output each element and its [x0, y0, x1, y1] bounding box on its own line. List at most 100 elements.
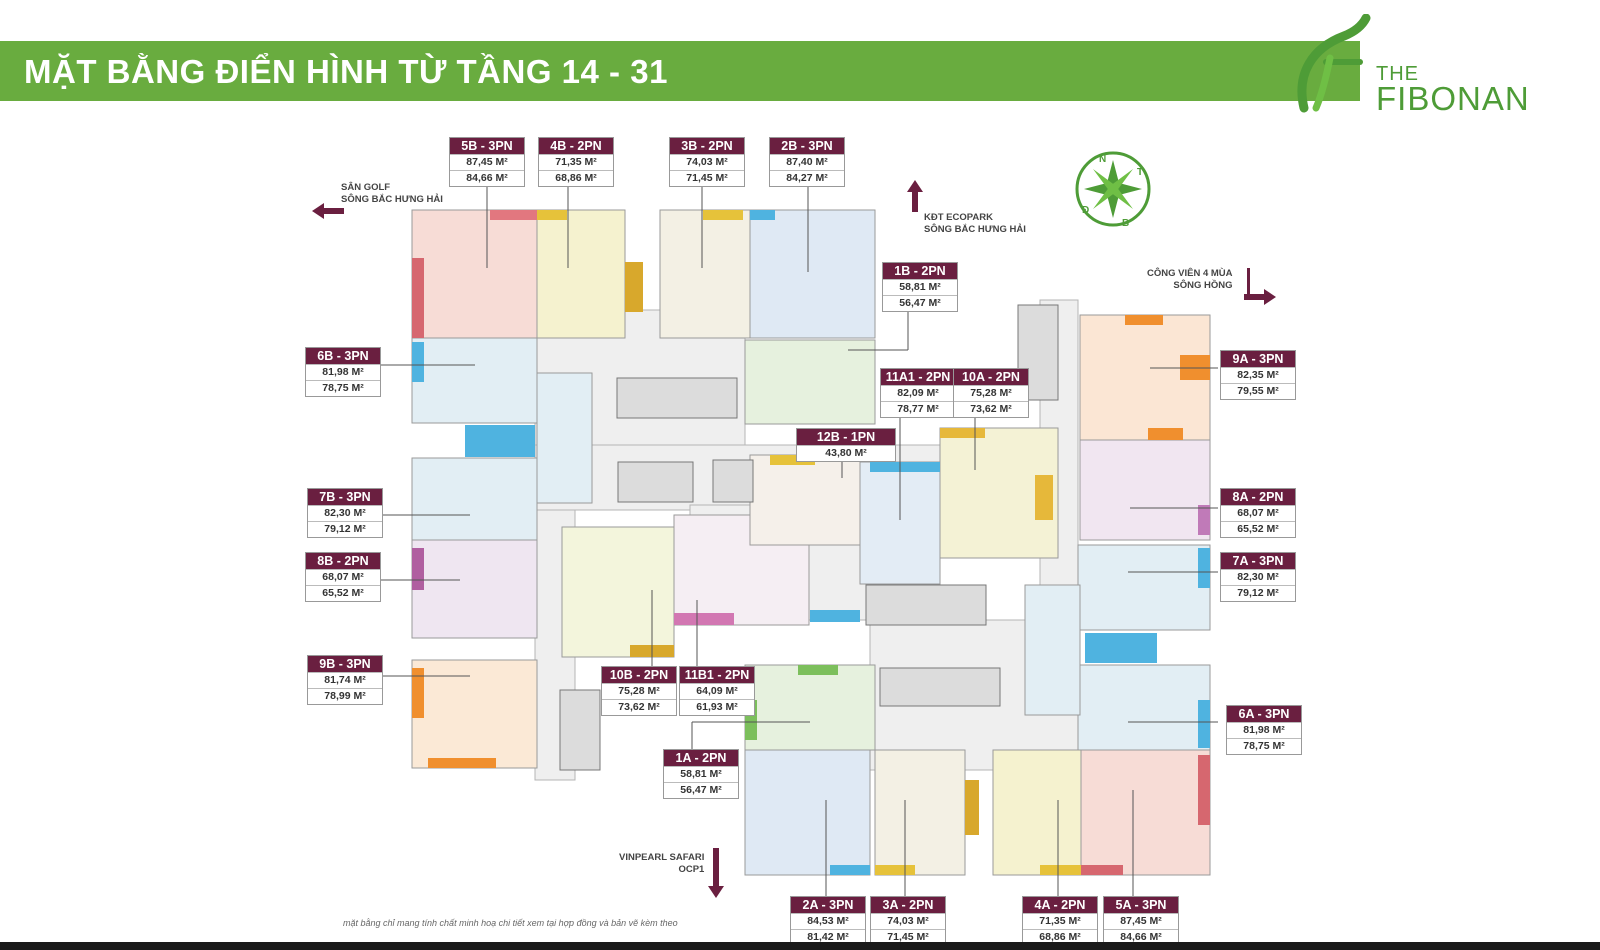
unit-area: 78,75 M² [1227, 738, 1301, 754]
balcony-2b [750, 210, 775, 220]
unit-3a [874, 749, 966, 876]
balcony-11a1 [870, 462, 940, 472]
unit-name: 11B1 - 2PN [680, 667, 754, 683]
unit-8b [411, 539, 538, 639]
unit-area: 75,28 M² [954, 385, 1028, 401]
unit-3b [659, 209, 751, 339]
balcony-6a [1198, 700, 1210, 748]
logo-the-text: THE [1376, 63, 1419, 85]
balcony-6b [412, 342, 424, 382]
unit-7a [1077, 544, 1211, 631]
bottom-bar [0, 942, 1600, 950]
balcony-4a [1040, 865, 1081, 875]
unit-6a-ext [1024, 584, 1081, 716]
unit-area: 68,86 M² [539, 170, 613, 186]
balcony-10a [1035, 475, 1053, 520]
balcony-9a [1125, 315, 1163, 325]
unit-area: 87,40 M² [770, 154, 844, 170]
balcony-1a-top [798, 665, 838, 675]
unit-area: 78,77 M² [881, 401, 955, 417]
unit-area: 87,45 M² [1104, 913, 1178, 929]
unit-area: 84,27 M² [770, 170, 844, 186]
unit-9b [411, 659, 538, 769]
unit-area: 84,66 M² [450, 170, 524, 186]
unit-area: 84,53 M² [791, 913, 865, 929]
balcony-5a [1198, 755, 1210, 825]
unit-5a [1077, 749, 1211, 876]
unit-area: 78,99 M² [308, 688, 382, 704]
unit-12b [749, 454, 861, 546]
footnote: mặt bằng chỉ mang tính chất minh hoạ chi… [343, 918, 678, 928]
balcony-4b-side [625, 262, 643, 312]
unit-area: 87,45 M² [450, 154, 524, 170]
balcony-6a-top [1085, 633, 1157, 663]
balcony-9b [412, 668, 424, 718]
unit-name: 5A - 3PN [1104, 897, 1178, 913]
unit-area: 68,07 M² [306, 569, 380, 585]
unit-6b [411, 337, 538, 424]
unit-area: 56,47 M² [664, 782, 738, 798]
unit-area: 81,98 M² [306, 364, 380, 380]
compass-d: Đ [1082, 205, 1089, 216]
unit-area: 71,45 M² [871, 929, 945, 945]
balcony-7b [465, 425, 535, 457]
unit-area: 75,28 M² [602, 683, 676, 699]
unit-1a [744, 664, 876, 751]
balcony-7a [1198, 548, 1210, 588]
unit-area: 79,12 M² [308, 521, 382, 537]
unit-name: 6A - 3PN [1227, 706, 1301, 722]
balcony-8b [412, 548, 424, 590]
unit-area: 68,07 M² [1221, 505, 1295, 521]
unit-10b [561, 526, 675, 658]
unit-name: 8B - 2PN [306, 553, 380, 569]
unit-6a [1077, 664, 1211, 751]
balcony-5b-top [490, 210, 537, 220]
balcony-5a-bottom [1078, 865, 1123, 875]
balcony-center [810, 610, 860, 622]
unit-1b [744, 339, 876, 425]
unit-area: 84,66 M² [1104, 929, 1178, 945]
east-arrow-icon [1244, 289, 1276, 305]
unit-5b [411, 209, 538, 339]
unit-area: 68,86 M² [1023, 929, 1097, 945]
unit-area: 79,55 M² [1221, 383, 1295, 399]
compass-icon [1075, 151, 1151, 227]
fibonan-logo-icon [1297, 14, 1371, 113]
elevator-core-center [865, 584, 987, 626]
unit-area: 71,45 M² [670, 170, 744, 186]
unit-area: 74,03 M² [670, 154, 744, 170]
unit-8a [1079, 439, 1211, 541]
unit-name: 9A - 3PN [1221, 351, 1295, 367]
elevator-core-bottom [879, 667, 1001, 707]
unit-name: 10A - 2PN [954, 369, 1028, 385]
unit-6b-ext [536, 372, 593, 504]
unit-name: 5B - 3PN [450, 138, 524, 154]
balcony-4b [537, 210, 567, 220]
unit-name: 8A - 2PN [1221, 489, 1295, 505]
compass-n: N [1099, 154, 1106, 165]
unit-area: 58,81 M² [664, 766, 738, 782]
unit-area: 82,30 M² [308, 505, 382, 521]
unit-name: 1A - 2PN [664, 750, 738, 766]
balcony-3a [875, 865, 915, 875]
unit-area: 78,75 M² [306, 380, 380, 396]
west-arrow-icon [312, 203, 344, 219]
stair-core-west-bottom [559, 689, 601, 771]
unit-area: 71,35 M² [1023, 913, 1097, 929]
unit-name: 4A - 2PN [1023, 897, 1097, 913]
elevator-core-top [616, 377, 738, 419]
unit-area: 82,30 M² [1221, 569, 1295, 585]
